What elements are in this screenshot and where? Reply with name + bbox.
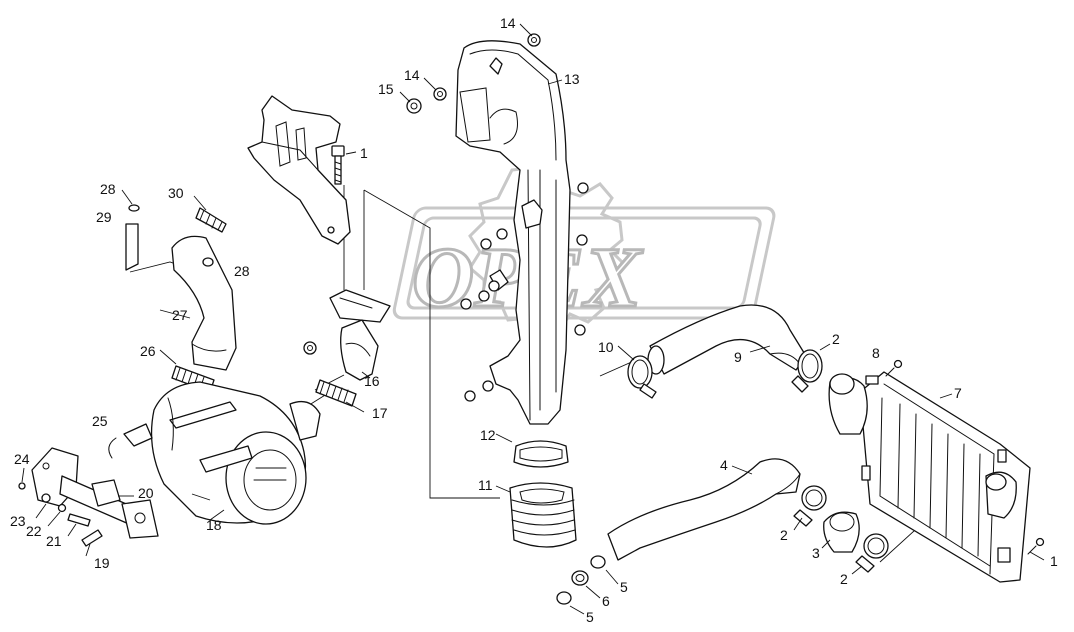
- callout-5b: 5: [586, 609, 594, 625]
- callout-10: 10: [598, 339, 614, 355]
- small-clamp-5-lower: [556, 591, 572, 605]
- callout-2c: 2: [840, 571, 848, 587]
- callout-30: 30: [168, 185, 184, 201]
- clamp-2-lower: [855, 533, 889, 573]
- callout-9: 9: [734, 349, 742, 365]
- hose-27: [171, 235, 237, 371]
- mounting-bracket: [247, 95, 351, 245]
- callout-12: 12: [480, 427, 496, 443]
- clamp-10: [627, 355, 657, 399]
- callout-8: 8: [872, 345, 880, 361]
- small-clamp-5-upper: [590, 555, 606, 569]
- clamp-2-middle: [793, 485, 827, 527]
- clamp-2-upper: [791, 349, 823, 393]
- sensor-25: [108, 423, 153, 459]
- callout-stubs: [21, 23, 1045, 615]
- clamp-17: [315, 379, 357, 407]
- callout-11: 11: [478, 477, 493, 493]
- callout-16: 16: [364, 373, 380, 389]
- callout-28b: 28: [234, 263, 250, 279]
- callout-6: 6: [602, 593, 610, 609]
- callout-17: 17: [372, 405, 388, 421]
- callout-numbers: 14 14 15 13 1 28 30 29 28 27 26 16 17 10…: [10, 15, 1058, 625]
- callout-22: 22: [26, 523, 42, 539]
- callout-4: 4: [720, 457, 728, 473]
- duct-nuts: [406, 33, 589, 402]
- callout-3: 3: [812, 545, 820, 561]
- hose-9: [647, 304, 807, 375]
- bolt-8: [885, 359, 903, 377]
- callout-15: 15: [378, 81, 394, 97]
- seal-12: [513, 440, 569, 468]
- callout-25: 25: [92, 413, 108, 429]
- coupling-6: [571, 570, 589, 586]
- callout-19: 19: [94, 555, 110, 571]
- clamp-30: [195, 207, 227, 233]
- callout-14a: 14: [500, 15, 516, 31]
- callout-20: 20: [138, 485, 154, 501]
- intake-duct-13: [455, 40, 571, 425]
- callout-18: 18: [206, 517, 222, 533]
- callout-26: 26: [140, 343, 156, 359]
- coupling-3: [823, 511, 860, 553]
- callout-21: 21: [46, 533, 62, 549]
- hose-4: [607, 458, 801, 561]
- bolt-1-top: [331, 145, 345, 185]
- callout-13: 13: [564, 71, 580, 87]
- elbow-16: [303, 289, 391, 381]
- bolt-1-right: [1027, 537, 1045, 555]
- callout-24: 24: [14, 451, 30, 467]
- callout-23: 23: [10, 513, 26, 529]
- callout-7: 7: [954, 385, 962, 401]
- callout-1a: 1: [360, 145, 368, 161]
- intercooler-7: [828, 371, 1031, 583]
- callout-2b: 2: [780, 527, 788, 543]
- callout-27: 27: [172, 307, 188, 323]
- fasteners-left: [18, 482, 103, 547]
- bellows-11: [509, 482, 577, 548]
- hose-29: [125, 204, 214, 271]
- callout-2a: 2: [832, 331, 840, 347]
- air-cleaner-18: [150, 381, 321, 525]
- callout-5a: 5: [620, 579, 628, 595]
- callout-28a: 28: [100, 181, 116, 197]
- callout-1b: 1: [1050, 553, 1058, 569]
- callout-29: 29: [96, 209, 112, 225]
- inlet-pipe-20: [31, 447, 159, 539]
- callout-14b: 14: [404, 67, 420, 83]
